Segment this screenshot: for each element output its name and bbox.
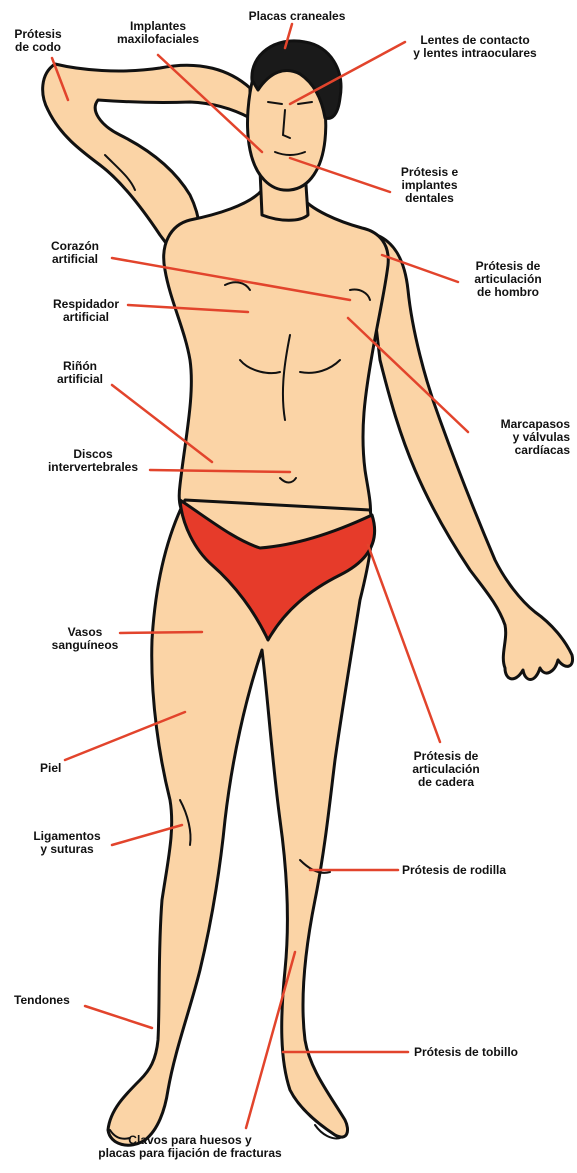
label-placas-craneales: Placas craneales [232, 10, 362, 23]
label-respirador-artificial: Respidador artificial [40, 298, 132, 324]
label-lentes-contacto: Lentes de contacto y lentes intraoculare… [395, 34, 555, 60]
label-corazon-artificial: Corazón artificial [35, 240, 115, 266]
label-discos-intervertebrales: Discos intervertebrales [28, 448, 158, 474]
human-figure [43, 41, 573, 1145]
label-protesis-dentales: Prótesis e implantes dentales [382, 166, 477, 205]
label-protesis-rodilla: Prótesis de rodilla [402, 864, 562, 877]
label-protesis-cadera: Prótesis de articulación de cadera [396, 750, 496, 789]
label-clavos-huesos: Clavos para huesos y placas para fijació… [60, 1134, 320, 1160]
label-tendones: Tendones [14, 994, 94, 1007]
leader-protesis-cadera [368, 545, 440, 742]
label-protesis-tobillo: Prótesis de tobillo [414, 1046, 564, 1059]
label-vasos-sanguineos: Vasos sanguíneos [45, 626, 125, 652]
label-marcapasos: Marcapasos y válvulas cardíacas [452, 418, 570, 457]
legs [108, 500, 372, 1145]
label-protesis-hombro: Prótesis de articulación de hombro [458, 260, 558, 299]
leader-vasos [120, 632, 202, 633]
label-protesis-codo: Prótesis de codo [8, 28, 68, 54]
label-rinon-artificial: Riñón artificial [40, 360, 120, 386]
label-implantes-maxilofaciales: Implantes maxilofaciales [95, 20, 221, 46]
label-piel: Piel [40, 762, 80, 775]
leader-tendones [85, 1006, 152, 1028]
label-ligamentos-suturas: Ligamentos y suturas [22, 830, 112, 856]
